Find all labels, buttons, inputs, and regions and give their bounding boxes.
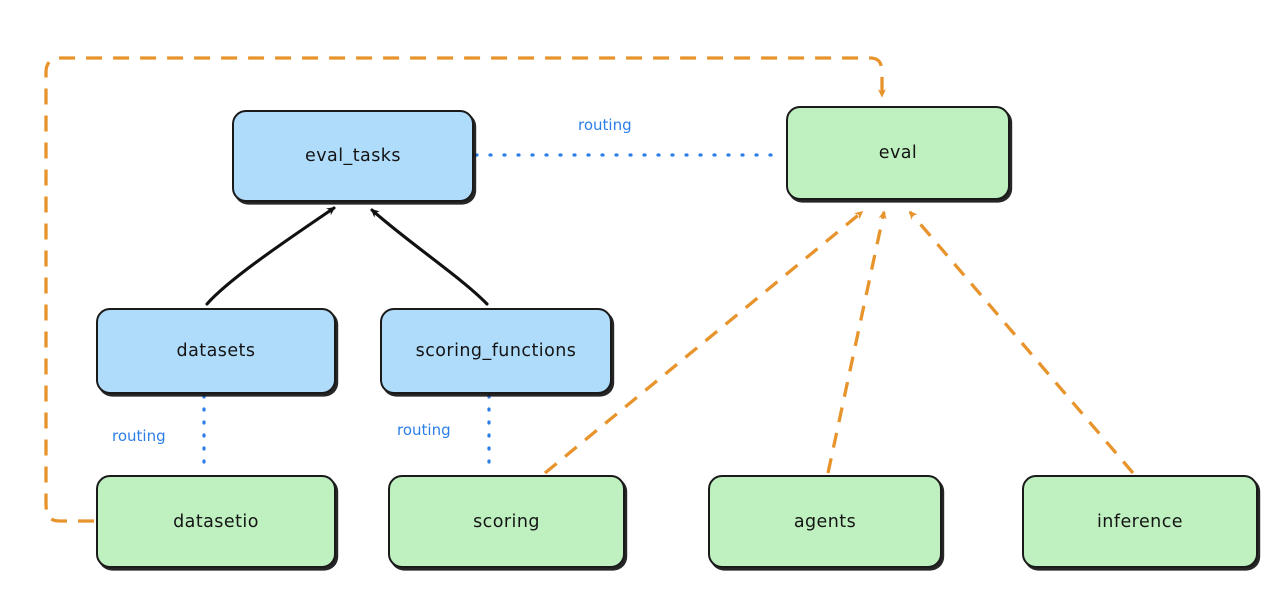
node-datasets-label: datasets (176, 341, 256, 361)
node-eval[interactable]: eval (786, 106, 1010, 200)
edge-scoring-functions-to-eval-tasks (370, 208, 489, 306)
edge-label-routing-eval-tasks-eval: routing (578, 116, 632, 134)
node-agents-label: agents (793, 511, 857, 532)
edge-label-routing-datasets-datasetio: routing (112, 427, 166, 445)
node-inference-label: inference (1097, 511, 1183, 532)
node-eval-tasks[interactable]: eval_tasks (232, 110, 474, 202)
node-datasetio[interactable]: datasetio (96, 475, 336, 568)
node-scoring-functions-label: scoring_functions (415, 341, 577, 361)
edge-label-routing-scoring-functions-scoring: routing (397, 421, 451, 439)
node-agents[interactable]: agents (708, 475, 942, 568)
node-scoring[interactable]: scoring (388, 475, 625, 568)
edge-agents-to-eval-dashed (826, 210, 887, 474)
node-eval-label: eval (878, 143, 918, 163)
node-eval-tasks-label: eval_tasks (305, 146, 401, 166)
edge-datasets-to-eval-tasks (205, 206, 336, 306)
node-datasets[interactable]: datasets (96, 308, 336, 394)
node-inference[interactable]: inference (1022, 475, 1258, 568)
edge-inference-to-eval-dashed (908, 210, 1135, 475)
node-datasetio-label: datasetio (173, 511, 259, 532)
node-scoring-functions[interactable]: scoring_functions (380, 308, 612, 394)
node-scoring-label: scoring (473, 511, 540, 532)
